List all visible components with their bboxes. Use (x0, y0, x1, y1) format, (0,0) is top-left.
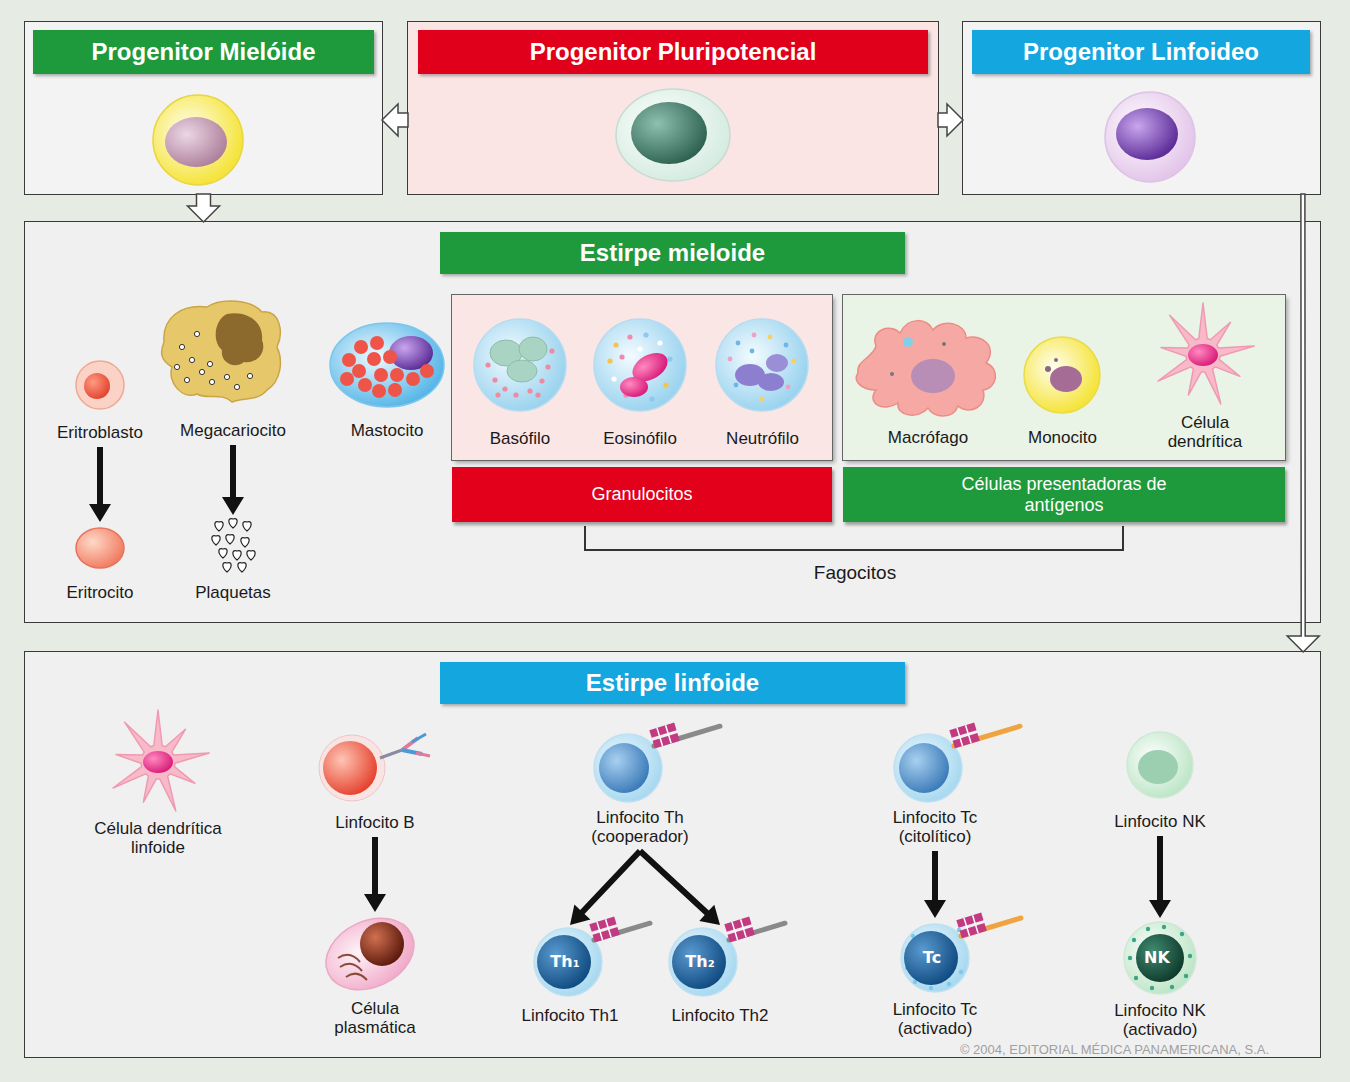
solid-arrow (1149, 836, 1171, 918)
cell-label: Basófilo (490, 429, 550, 449)
cell-group: Células presentadoras de antígenosMacróf… (843, 295, 1285, 460)
cell-node: Plaquetas (183, 515, 283, 607)
label-slot: © 2004, EDITORIAL MÉDICA PANAMERICANA, S… (912, 1042, 1317, 1057)
cell-label: Célula dendrítica (1149, 413, 1261, 452)
cell-node: Th₁ Linfocito Th1 (500, 925, 640, 1030)
cell-drawing (1140, 298, 1270, 456)
cell-node: Mastocito (322, 318, 452, 445)
cell-label: Célula plasmática (325, 999, 425, 1038)
panel-heading: Estirpe mieloide (440, 232, 905, 274)
cell-node: Eritroblasto (45, 355, 155, 447)
cell-node: Célula dendrítica linfoide (83, 708, 233, 862)
stage-panel: Estirpe mieloideEritroblastoEritrocito Me… (25, 222, 1320, 622)
cell-marker: Th₁ (550, 953, 579, 971)
cell-label: Eosinófilo (603, 429, 677, 449)
solid-arrow (364, 837, 386, 912)
cell-node: Monocito (1010, 330, 1115, 452)
cell-marker: Tc (923, 949, 941, 967)
cell-label: Eritrocito (66, 583, 133, 603)
stage-panel: Progenitor Pluripotencial (408, 22, 938, 194)
hollow-arrow (938, 104, 963, 136)
cell-label: Mastocito (351, 421, 424, 441)
cell-group: GranulocitosBasófiloEosinófiloNeutrófilo (452, 295, 832, 460)
stage-panel: Progenitor Linfoideo (963, 22, 1320, 194)
cell-label: Linfocito Tc (citolítico) (873, 808, 998, 847)
stage-panel: Progenitor Mielóide (25, 22, 382, 194)
cell-label: Célula dendrítica linfoide (83, 819, 233, 858)
hollow-arrow (1287, 194, 1319, 652)
cell-label: Linfocito NK (1114, 812, 1206, 832)
hollow-arrow (382, 104, 408, 136)
panel-heading: Progenitor Pluripotencial (418, 30, 928, 74)
cell-marker: Th₂ (685, 953, 714, 971)
cell-label: Macrófago (888, 428, 968, 448)
panel-heading: Estirpe linfoide (440, 662, 905, 704)
solid-arrow (924, 851, 946, 918)
group-band: Granulocitos (452, 467, 832, 522)
cell-node: Célula dendrítica (1140, 298, 1270, 456)
cell-label: Monocito (1028, 428, 1097, 448)
stage-panel: Estirpe linfoideCélula dendrítica linfoi… (25, 652, 1320, 1057)
cell-node: Linfocito Th (cooperador) (570, 725, 710, 851)
cell-label: Megacariocito (180, 421, 286, 441)
cell-node: Eosinófilo (585, 315, 695, 453)
panel-heading: Progenitor Linfoideo (972, 30, 1310, 74)
cell-node: NK Linfocito NK (activado) (1090, 918, 1230, 1044)
cell-marker: NK (1144, 949, 1170, 967)
cell-node: Linfocito Tc (citolítico) (865, 725, 1005, 851)
cell-node: Linfocito NK (1095, 728, 1225, 836)
solid-arrow (89, 447, 111, 522)
cell-label: Linfocito Th2 (671, 1006, 768, 1026)
cell-label: Eritroblasto (57, 423, 143, 443)
panel-heading: Progenitor Mielóide (33, 30, 374, 74)
solid-arrow (638, 849, 720, 925)
cell-label: Linfocito NK (activado) (1098, 1001, 1223, 1040)
cell-node: Megacariocito (158, 305, 308, 445)
cell-node: Célula plasmática (305, 912, 445, 1042)
group-band: Células presentadoras de antígenos (843, 467, 1285, 522)
cell-node: Neutrófilo (705, 315, 820, 453)
cell-label: Neutrófilo (726, 429, 799, 449)
cell-node: Macrófago (858, 312, 998, 452)
group-label: Fagocitos (780, 562, 930, 584)
cell-node: Basófilo (465, 315, 575, 453)
cell-node: Eritrocito (50, 522, 150, 607)
cell-label: Linfocito Th1 (521, 1006, 618, 1026)
cell-node: TcLinfocito Tc (activado) (865, 918, 1005, 1043)
cell-node: Linfocito B (305, 725, 445, 837)
cell-label: Plaquetas (195, 583, 271, 603)
cell-node: Th₂ Linfocito Th2 (650, 925, 790, 1030)
cell-label: Linfocito Th (cooperador) (578, 808, 703, 847)
cell-label: Linfocito B (335, 813, 414, 833)
watermark: © 2004, EDITORIAL MÉDICA PANAMERICANA, S… (912, 1042, 1317, 1057)
solid-arrow (222, 445, 244, 515)
cell-label: Linfocito Tc (activado) (873, 1000, 998, 1039)
hollow-arrow (188, 194, 220, 222)
label-slot: Fagocitos (780, 562, 930, 584)
solid-arrow (570, 849, 642, 925)
